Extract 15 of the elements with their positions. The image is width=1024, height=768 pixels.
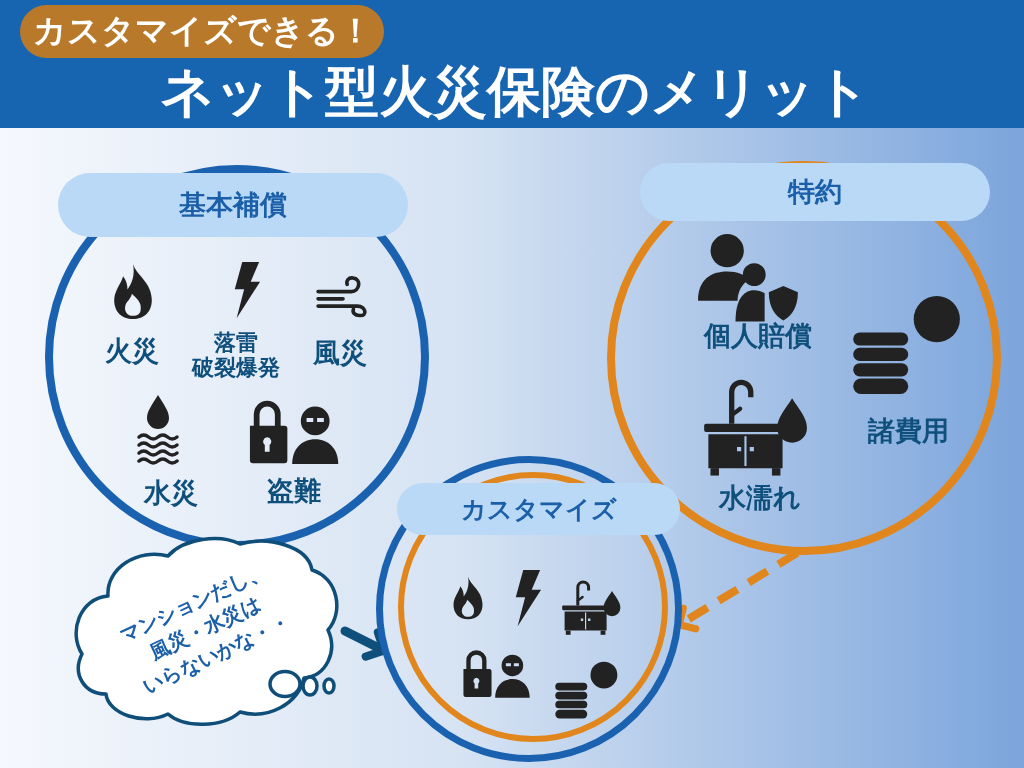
item-label: 諸費用	[867, 414, 949, 446]
item-label: 落雷破裂爆発	[190, 330, 281, 380]
title: ネット型火災保険のメリット	[160, 61, 870, 123]
item-label: 水濡れ	[719, 481, 801, 513]
heading-pill: 特約	[640, 163, 990, 221]
circle-outline	[376, 456, 682, 762]
heading-pill: カスタマイズ	[397, 483, 680, 535]
item-label: 盗難	[267, 474, 321, 506]
heading-pill: 基本補償	[58, 173, 408, 237]
item-label: 火災	[105, 334, 159, 366]
badge: カスタマイズできる！	[20, 5, 384, 58]
thought-text: マンションだし、風災・水災はいらないかな・・	[114, 556, 296, 701]
item-label: 風災	[313, 336, 367, 368]
item-label: 水災	[144, 476, 198, 508]
item-label: 個人賠償	[704, 319, 812, 351]
